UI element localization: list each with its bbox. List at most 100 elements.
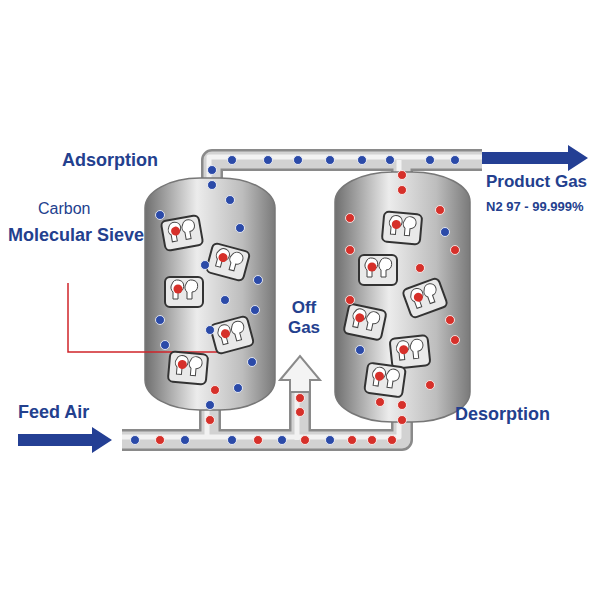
oxygen-molecule	[398, 416, 407, 425]
oxygen-molecule	[348, 436, 357, 445]
oxygen-molecule	[413, 291, 425, 303]
off-gas-arrow	[280, 356, 320, 392]
nitrogen-molecule	[294, 156, 303, 165]
nitrogen-molecule	[264, 156, 273, 165]
oxygen-molecule	[368, 436, 377, 445]
sieve-body	[343, 303, 386, 340]
oxygen-molecule	[391, 220, 401, 230]
oxygen-molecule	[217, 252, 228, 263]
oxygen-molecule	[220, 328, 231, 339]
sieve-body	[165, 277, 203, 307]
gas-molecules	[131, 156, 460, 445]
oxygen-molecule	[354, 312, 365, 323]
nitrogen-molecule	[208, 166, 217, 175]
oxygen-molecule	[451, 246, 460, 255]
oxygen-molecule	[398, 186, 407, 195]
sieve-particle	[382, 211, 422, 244]
nitrogen-molecule	[156, 316, 165, 325]
nitrogen-molecule	[251, 306, 260, 315]
nitrogen-molecule	[228, 436, 237, 445]
pipes	[122, 157, 482, 440]
nitrogen-molecule	[248, 358, 257, 367]
flow-label: Product Gas	[486, 172, 587, 192]
oxygen-molecule	[416, 264, 425, 273]
nitrogen-molecule	[221, 296, 230, 305]
nitrogen-molecule	[358, 156, 367, 165]
oxygen-molecule	[211, 386, 220, 395]
sieve-body	[359, 255, 397, 285]
sieve-body	[382, 211, 422, 244]
oxygen-molecule	[436, 206, 445, 215]
nitrogen-molecule	[226, 196, 235, 205]
sieve-body	[402, 277, 448, 318]
nitrogen-molecule	[441, 228, 450, 237]
nitrogen-molecule	[326, 436, 335, 445]
sieve-particle	[168, 351, 208, 384]
oxygen-molecule	[254, 436, 263, 445]
oxygen-molecule	[399, 345, 409, 355]
oxygen-molecule	[426, 381, 435, 390]
sieve-body	[161, 215, 204, 251]
purity-label: N2 97 - 99.999%	[486, 200, 584, 215]
oxygen-molecule	[156, 436, 165, 445]
sieve-particle	[359, 255, 397, 285]
sieve-pore	[409, 282, 441, 309]
sieve-body	[390, 335, 431, 369]
oxygen-molecule	[368, 263, 377, 272]
oxygen-molecule	[174, 285, 183, 294]
sieve-particle	[343, 303, 386, 340]
nitrogen-molecule	[156, 211, 165, 220]
sieve-body	[206, 243, 250, 282]
nitrogen-molecule	[236, 224, 245, 233]
desorption-vessel	[335, 172, 470, 422]
flow-label: Off Gas	[282, 298, 326, 337]
nitrogen-molecule	[234, 384, 243, 393]
adsorption-vessel	[145, 178, 275, 410]
oxygen-molecule	[346, 214, 355, 223]
sieve-particle	[165, 277, 203, 307]
nitrogen-molecule	[131, 436, 140, 445]
sieve-particle	[210, 316, 254, 355]
nitrogen-molecule	[451, 156, 460, 165]
product-arrow	[482, 145, 588, 171]
flow-label: Feed Air	[18, 402, 89, 423]
oxygen-molecule	[388, 436, 397, 445]
material-label: Molecular Sieve	[8, 225, 144, 246]
sieve-pore	[167, 219, 197, 242]
nitrogen-molecule	[278, 436, 287, 445]
nitrogen-molecule	[206, 401, 215, 410]
sieve-pore	[174, 355, 202, 376]
nitrogen-molecule	[228, 156, 237, 165]
nitrogen-molecule	[206, 326, 215, 335]
nitrogen-molecule	[181, 436, 190, 445]
nitrogen-molecule	[201, 261, 210, 270]
feed-arrow	[18, 427, 112, 453]
stage-label: Adsorption	[62, 150, 158, 171]
sieve-body	[210, 316, 254, 355]
oxygen-molecule	[398, 401, 407, 410]
nitrogen-molecule	[326, 156, 335, 165]
nitrogen-molecule	[356, 346, 365, 355]
nitrogen-molecule	[386, 156, 395, 165]
oxygen-molecule	[301, 436, 310, 445]
oxygen-molecule	[346, 246, 355, 255]
sieve-pore	[216, 320, 247, 345]
oxygen-molecule	[296, 394, 305, 403]
material-label: Carbon	[38, 200, 90, 218]
sieve-body	[364, 363, 406, 398]
sieve-particle	[161, 215, 204, 251]
nitrogen-molecule	[254, 276, 263, 285]
sieve-body	[168, 351, 208, 384]
oxygen-molecule	[346, 296, 355, 305]
sieve-particle	[206, 243, 250, 282]
sieve-particle	[390, 335, 431, 369]
nitrogen-molecule	[426, 156, 435, 165]
nitrogen-molecule	[208, 181, 217, 190]
oxygen-molecule	[376, 398, 385, 407]
oxygen-molecule	[398, 171, 407, 180]
sieve-particle	[364, 363, 406, 398]
sieve-pore	[171, 280, 198, 299]
stage-label: Desorption	[455, 404, 550, 425]
oxygen-molecule	[446, 316, 455, 325]
